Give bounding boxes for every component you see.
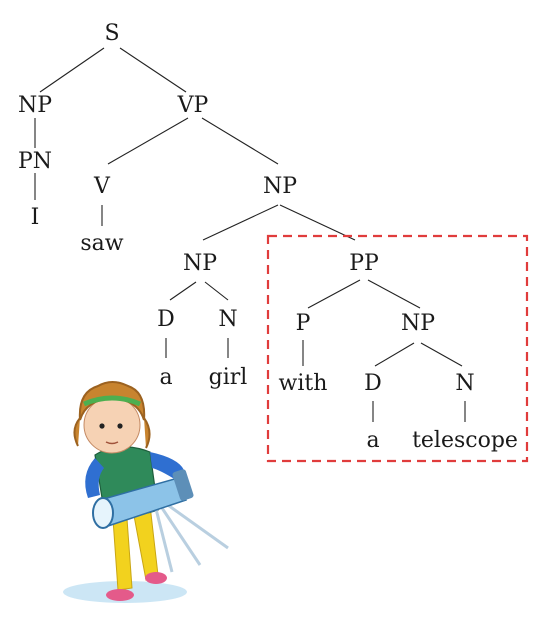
tripod-shape — [153, 501, 229, 573]
headband-shape — [83, 395, 141, 407]
edge-np-pp — [279, 204, 356, 241]
node-det1-word: a — [159, 365, 172, 390]
edge-vp-np — [201, 117, 279, 165]
pp-highlight-box — [266, 234, 529, 463]
eye-left — [99, 423, 105, 429]
eye-right — [117, 423, 123, 429]
tree-edges — [34, 47, 466, 422]
node-noun2: N — [455, 371, 474, 396]
head-shape — [83, 396, 141, 454]
edge-npinner-d — [169, 281, 197, 301]
node-noun1: N — [218, 307, 237, 332]
edge-npinner-n — [204, 281, 229, 301]
node-np-subject: NP — [18, 93, 52, 118]
node-np-pp: NP — [401, 311, 435, 336]
edge-pp-p — [307, 279, 361, 309]
node-np-object: NP — [263, 174, 297, 199]
node-det1: D — [157, 307, 175, 332]
node-noun2-word: telescope — [412, 428, 518, 453]
node-s: S — [104, 21, 119, 46]
edge-nppp-n — [420, 342, 463, 367]
sleeve-left — [85, 458, 104, 498]
node-pp: PP — [349, 251, 379, 276]
node-verb-word: saw — [80, 231, 123, 256]
tree-nodes: S NP PN I VP V saw NP NP D a N girl PP P… — [18, 21, 518, 453]
telescope-shape — [92, 469, 194, 529]
edge-nppp-d — [374, 342, 415, 367]
edge-s-vp — [119, 47, 187, 93]
node-pn: PN — [18, 149, 52, 174]
edge-np-npinner — [202, 204, 279, 241]
edge-s-np — [39, 47, 105, 93]
node-vp: VP — [177, 93, 209, 118]
node-v: V — [93, 174, 111, 199]
edge-pp-np — [367, 279, 421, 309]
child-with-telescope-illustration — [63, 381, 229, 603]
node-np-inner: NP — [183, 251, 217, 276]
node-prep: P — [296, 311, 311, 336]
edge-vp-v — [107, 117, 189, 165]
shoe-left — [106, 589, 134, 601]
node-det2: D — [364, 371, 382, 396]
shoe-right — [145, 572, 167, 584]
node-det2-word: a — [366, 428, 379, 453]
mouth-shape — [105, 441, 119, 445]
node-noun1-word: girl — [209, 365, 248, 390]
node-pronoun: I — [31, 205, 40, 230]
node-prep-word: with — [279, 371, 328, 396]
